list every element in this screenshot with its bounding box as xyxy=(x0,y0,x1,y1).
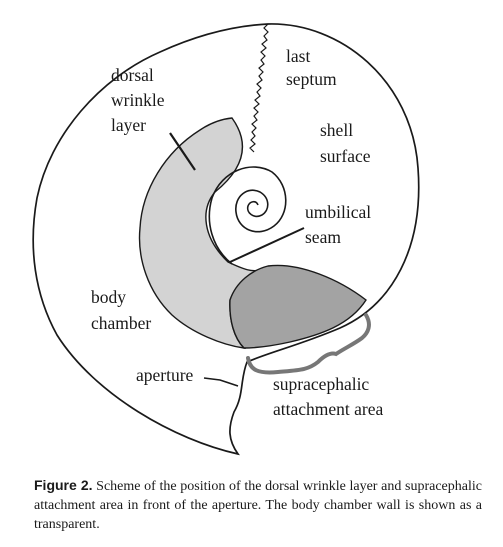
label-dorsal: dorsal xyxy=(111,65,154,85)
label-layer: layer xyxy=(111,115,146,135)
label-chamber: chamber xyxy=(91,313,151,333)
umbilical-spiral xyxy=(208,166,287,265)
label-septum: septum xyxy=(286,69,337,89)
label-surface: surface xyxy=(320,146,371,166)
dorsal-wrinkle-leader xyxy=(169,132,196,171)
label-seam: seam xyxy=(305,227,341,247)
last-septum-line xyxy=(249,23,269,153)
shell-outline xyxy=(32,23,420,456)
label-umbilical: umbilical xyxy=(305,202,371,222)
label-shell: shell xyxy=(320,120,353,140)
label-supracephalic: supracephalic xyxy=(273,374,369,394)
caption-text: Scheme of the position of the dorsal wri… xyxy=(34,479,482,532)
umbilical-seam-leader xyxy=(229,227,305,263)
label-wrinkle: wrinkle xyxy=(111,90,165,110)
figure-caption: Figure 2. Scheme of the position of the … xyxy=(34,476,482,534)
supracephalic-attachment-region xyxy=(229,264,367,349)
label-last: last xyxy=(286,46,310,66)
label-body: body xyxy=(91,287,126,307)
label-attachment-area: attachment area xyxy=(273,399,384,419)
label-aperture: aperture xyxy=(136,365,194,385)
supracephalic-brace xyxy=(246,313,371,375)
shell-diagram: last septum dorsal wrinkle layer shell s… xyxy=(32,23,420,456)
figure-number: Figure 2. xyxy=(34,477,93,493)
aperture-leader xyxy=(203,377,239,387)
